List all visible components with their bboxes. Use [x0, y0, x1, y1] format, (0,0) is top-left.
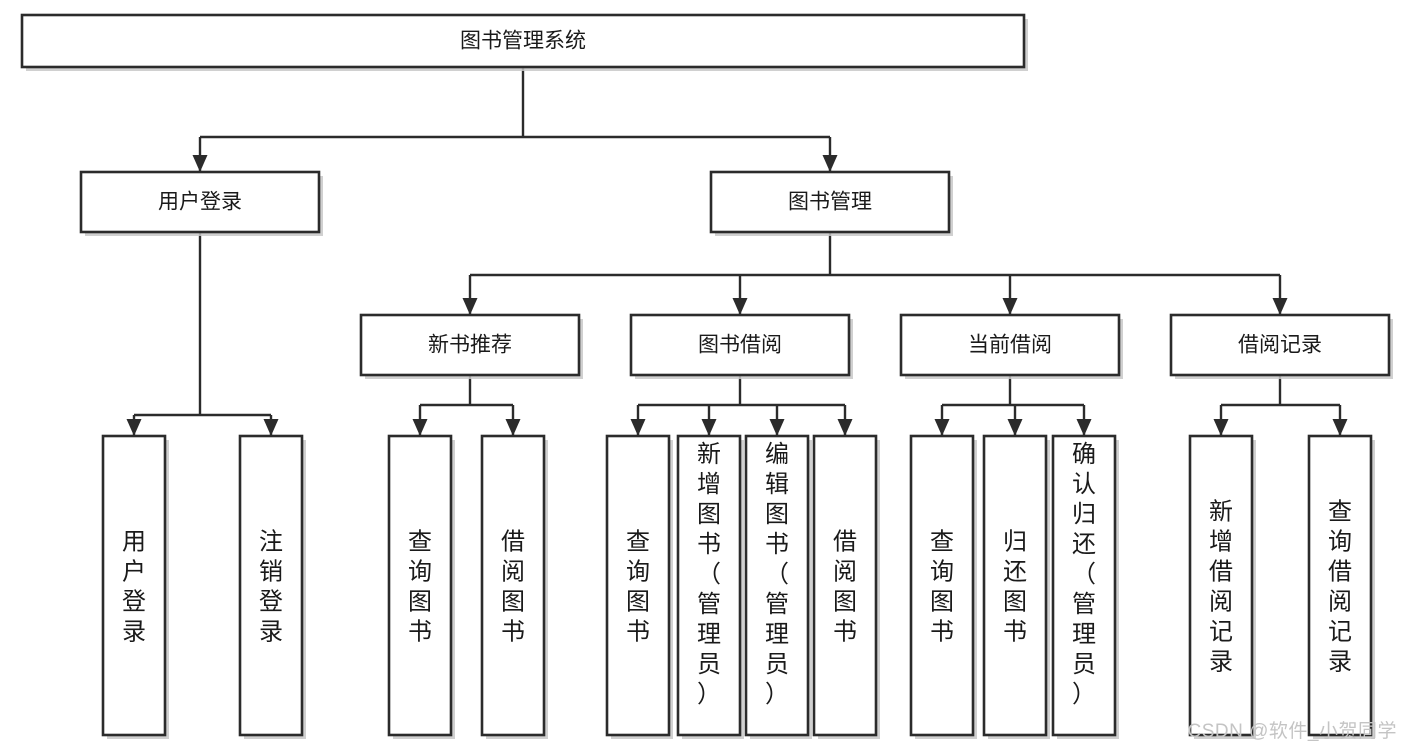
arrow-head-icon: [126, 419, 142, 436]
arrow-head-icon: [1213, 419, 1229, 436]
node-n-book-borrow[interactable]: 图书借阅: [629, 313, 853, 379]
node-n-new-book-rec[interactable]: 新书推荐: [359, 313, 583, 379]
node-label-vertical: 注销登录: [259, 529, 283, 646]
connector-layer: [126, 67, 1348, 436]
node-label: 图书管理系统: [460, 30, 586, 53]
node-box[interactable]: [676, 434, 742, 737]
node-leaf-query-book-1[interactable]: 查询图书: [387, 434, 455, 739]
node-n-current-borrow[interactable]: 当前借阅: [899, 313, 1123, 379]
node-label: 新书推荐: [428, 334, 512, 357]
node-box[interactable]: [480, 434, 546, 737]
arrow-head-icon: [192, 155, 208, 172]
node-label-vertical: 确认归还（管理员）: [1072, 441, 1096, 708]
arrow-head-icon: [701, 419, 717, 436]
node-label-vertical: 查询图书: [626, 529, 650, 646]
arrow-head-icon: [732, 298, 748, 315]
node-box[interactable]: [1307, 434, 1373, 737]
node-n-borrow-record[interactable]: 借阅记录: [1169, 313, 1393, 379]
arrow-head-icon: [822, 155, 838, 172]
node-n-book-mgmt[interactable]: 图书管理: [709, 170, 953, 236]
node-box[interactable]: [812, 434, 878, 737]
node-box[interactable]: [709, 170, 951, 234]
node-label-vertical: 查询图书: [930, 529, 954, 646]
watermark-text: CSDN @软件_小贺同学: [1187, 721, 1397, 742]
arrow-head-icon: [1332, 419, 1348, 436]
node-box[interactable]: [605, 434, 671, 737]
node-box[interactable]: [101, 434, 167, 737]
node-label: 图书管理: [788, 191, 872, 214]
node-label-vertical: 借阅图书: [833, 529, 857, 646]
arrow-head-icon: [934, 419, 950, 436]
arrow-head-icon: [1007, 419, 1023, 436]
node-leaf-confirm-return[interactable]: 确认归还（管理员）: [1051, 434, 1119, 739]
node-label-vertical: 新增借阅记录: [1209, 499, 1233, 676]
arrow-head-icon: [462, 298, 478, 315]
arrow-head-icon: [1272, 298, 1288, 315]
node-leaf-logout[interactable]: 注销登录: [238, 434, 306, 739]
arrow-head-icon: [630, 419, 646, 436]
node-leaf-add-book[interactable]: 新增图书（管理员）: [676, 434, 744, 739]
node-leaf-query-record[interactable]: 查询借阅记录: [1307, 434, 1375, 739]
node-box[interactable]: [1051, 434, 1117, 737]
arrow-head-icon: [769, 419, 785, 436]
arrow-head-icon: [412, 419, 428, 436]
node-box[interactable]: [20, 13, 1026, 69]
arrow-head-icon: [263, 419, 279, 436]
node-leaf-query-book-2[interactable]: 查询图书: [605, 434, 673, 739]
node-root[interactable]: 图书管理系统: [20, 13, 1028, 71]
node-label: 借阅记录: [1238, 334, 1322, 357]
node-layer: 图书管理系统用户登录图书管理新书推荐图书借阅当前借阅借阅记录用户登录注销登录查询…: [20, 13, 1393, 739]
node-leaf-add-record[interactable]: 新增借阅记录: [1188, 434, 1256, 739]
node-label-vertical: 借阅图书: [501, 529, 525, 646]
node-label: 当前借阅: [968, 334, 1052, 357]
node-leaf-query-book-3[interactable]: 查询图书: [909, 434, 977, 739]
node-box[interactable]: [909, 434, 975, 737]
node-leaf-user-login[interactable]: 用户登录: [101, 434, 169, 739]
node-label-vertical: 编辑图书（管理员）: [765, 441, 789, 708]
node-leaf-edit-book[interactable]: 编辑图书（管理员）: [744, 434, 812, 739]
arrow-head-icon: [505, 419, 521, 436]
node-box[interactable]: [359, 313, 581, 377]
arrow-head-icon: [1002, 298, 1018, 315]
node-box[interactable]: [79, 170, 321, 234]
node-label: 用户登录: [158, 191, 242, 214]
node-label-vertical: 归还图书: [1003, 529, 1027, 646]
node-leaf-borrow-book-2[interactable]: 借阅图书: [812, 434, 880, 739]
node-box[interactable]: [899, 313, 1121, 377]
node-box[interactable]: [387, 434, 453, 737]
node-label-vertical: 查询图书: [408, 529, 432, 646]
node-box[interactable]: [238, 434, 304, 737]
arrow-head-icon: [837, 419, 853, 436]
arrow-head-icon: [1076, 419, 1092, 436]
node-box[interactable]: [744, 434, 810, 737]
node-box[interactable]: [1188, 434, 1254, 737]
node-leaf-return-book[interactable]: 归还图书: [982, 434, 1050, 739]
node-leaf-borrow-book-1[interactable]: 借阅图书: [480, 434, 548, 739]
node-label-vertical: 用户登录: [122, 529, 146, 646]
node-label: 图书借阅: [698, 334, 782, 357]
node-label-vertical: 查询借阅记录: [1328, 499, 1352, 676]
node-box[interactable]: [1169, 313, 1391, 377]
node-box[interactable]: [629, 313, 851, 377]
node-n-user-login[interactable]: 用户登录: [79, 170, 323, 236]
node-box[interactable]: [982, 434, 1048, 737]
node-label-vertical: 新增图书（管理员）: [697, 441, 721, 708]
